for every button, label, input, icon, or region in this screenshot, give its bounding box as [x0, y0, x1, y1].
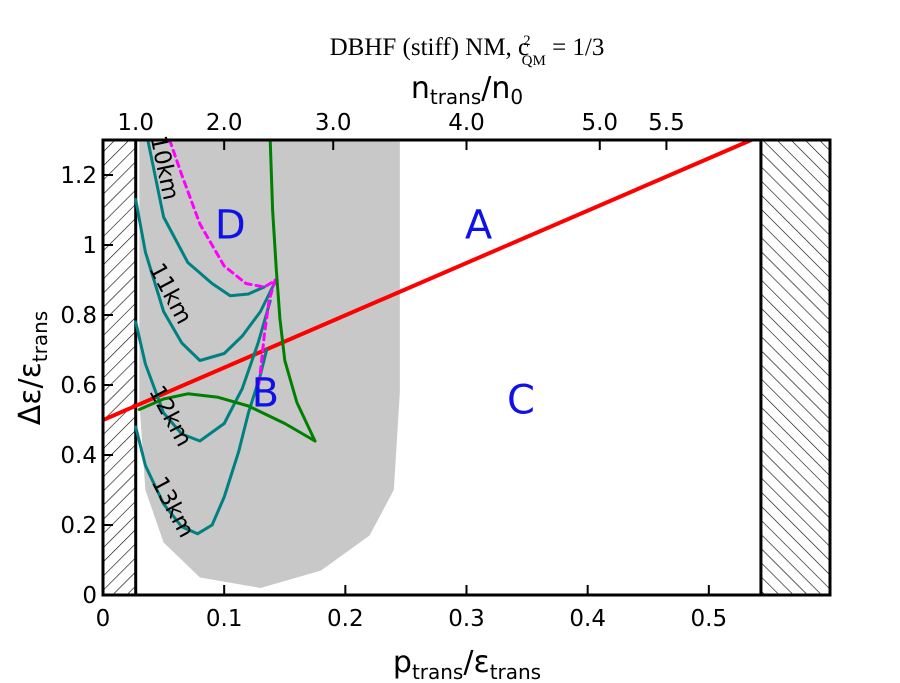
y-tick-label: 0.8 — [60, 303, 97, 329]
dashed-curve — [168, 140, 278, 289]
series-line — [134, 348, 269, 536]
x-tick-label: 0.3 — [448, 606, 485, 632]
y-tick-label: 0.4 — [60, 443, 97, 469]
top-x-axis-label: ntrans/n0 — [411, 71, 523, 109]
series-line — [268, 140, 317, 443]
plot-area — [103, 140, 830, 595]
y-tick-label: 0 — [82, 583, 97, 609]
series-line — [134, 299, 272, 443]
dashed-curve — [255, 278, 277, 401]
x-axis-label: ptrans/εtrans — [393, 645, 541, 683]
x-tick-label: 0 — [96, 606, 111, 632]
y-tick-label: 0.6 — [60, 373, 97, 399]
top-x-tick-label: 5.0 — [581, 110, 618, 136]
x-tick-label: 0.2 — [327, 606, 364, 632]
axes: 0 0.1 0.2 0.3 0.4 0.5 0 0.2 0.4 0.6 0.8 1 1.2 1.0 2.0 3… — [60, 110, 832, 632]
excluded-region — [760, 140, 830, 595]
series-line — [103, 140, 754, 422]
y-tick-label: 1.2 — [60, 163, 97, 189]
excluded-region — [103, 140, 136, 595]
top-x-tick-label: 3.0 — [315, 110, 352, 136]
region-label: C — [507, 378, 535, 424]
series-line — [146, 140, 266, 298]
series-line — [134, 198, 278, 362]
top-x-tick-label: 4.0 — [448, 110, 485, 136]
y-axis-label: Δε/εtrans — [13, 311, 52, 425]
y-tick-label: 0.2 — [60, 513, 97, 539]
y-tick-label: 1 — [82, 233, 97, 259]
shaded-region — [139, 140, 400, 588]
x-tick-label: 0.4 — [569, 606, 606, 632]
series-line — [137, 392, 317, 443]
top-x-tick-label: 5.5 — [648, 110, 685, 136]
top-x-tick-label: 2.0 — [206, 110, 243, 136]
region-label: A — [465, 203, 493, 249]
region-label: D — [215, 203, 246, 249]
top-x-tick-label: 1.0 — [117, 110, 154, 136]
x-tick-label: 0.5 — [691, 606, 728, 632]
x-tick-label: 0.1 — [206, 606, 243, 632]
region-label: B — [252, 371, 279, 417]
